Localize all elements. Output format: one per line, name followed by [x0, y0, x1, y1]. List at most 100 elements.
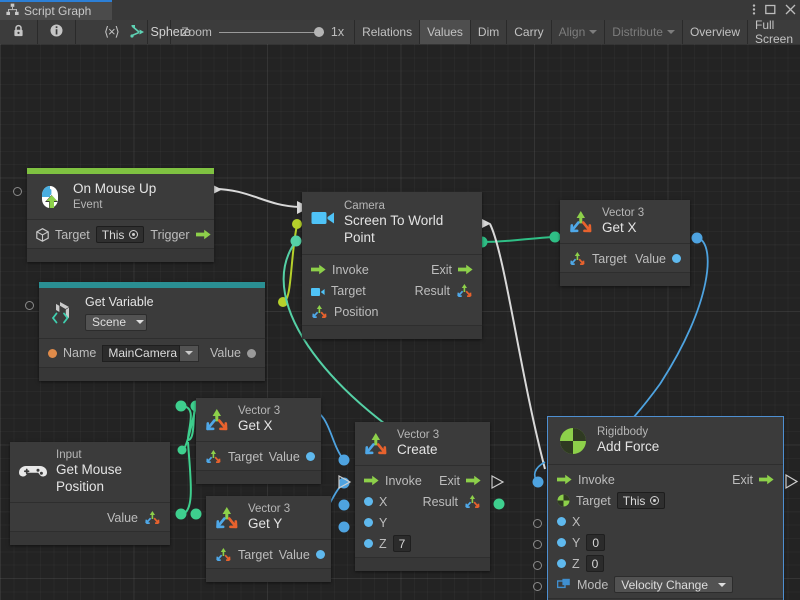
flow-out-arrow-icon[interactable] [195, 229, 211, 240]
name-label: Name [63, 346, 97, 361]
kebab-menu-icon[interactable] [752, 3, 756, 18]
vector3-port-icon[interactable] [311, 304, 328, 319]
node-title-block: Vector 3 Get X [602, 206, 644, 237]
toolbar-button-overview[interactable]: Overview [683, 20, 748, 44]
zoom-control[interactable]: Zoom 1x [171, 20, 356, 44]
z-value-input[interactable]: 7 [392, 535, 412, 553]
vector3-port-icon[interactable] [569, 251, 586, 266]
node-on-mouse-up[interactable]: On Mouse Up Event Target This [27, 168, 214, 263]
node-title-block: Get Variable Scene [85, 295, 154, 331]
toolbar-button-full-screen[interactable]: Full Screen [748, 18, 800, 46]
vector3-port-icon[interactable] [456, 283, 473, 298]
node-input-port[interactable] [13, 187, 22, 196]
port-row-x: X [548, 511, 783, 532]
node-body: Target Value [206, 539, 331, 569]
input-port-name[interactable] [48, 348, 57, 358]
code-toggle-button[interactable]: ⟨×⟩ [76, 20, 149, 44]
result-label: Result [422, 494, 458, 509]
node-subtitle: Vector 3 [397, 429, 440, 441]
node-vector3-create[interactable]: Vector 3 Create Invoke Exit [355, 422, 490, 572]
force-mode-dropdown[interactable]: Velocity Change [614, 576, 734, 594]
node-get-mouse-position[interactable]: Input Get Mouse Position Value [10, 442, 170, 546]
info-button[interactable] [38, 20, 76, 44]
chevron-down-icon [136, 320, 145, 325]
port-row-x: X Result [355, 491, 490, 512]
flow-out-arrow-icon[interactable] [466, 475, 481, 486]
close-icon[interactable] [785, 4, 796, 17]
result-label: Result [414, 283, 450, 298]
vector3-port-icon[interactable] [144, 510, 161, 525]
node-subtitle: Vector 3 [248, 503, 291, 515]
toolbar-button-distribute[interactable]: Distribute [605, 20, 683, 44]
chevron-down-icon [185, 351, 194, 356]
graph-canvas[interactable]: On Mouse Up Event Target This [0, 44, 800, 600]
vector3-port-icon[interactable] [215, 547, 232, 562]
node-footer [39, 366, 265, 381]
zoom-slider[interactable] [218, 26, 324, 38]
flow-in-arrow-icon[interactable] [311, 264, 326, 275]
target-value-field[interactable]: This [95, 226, 145, 244]
camera-port-icon[interactable] [311, 286, 325, 296]
z-value-input[interactable]: 0 [585, 555, 605, 573]
node-body: Value [10, 502, 170, 532]
variable-name-dropdown-button[interactable] [180, 344, 200, 362]
info-icon [50, 24, 63, 40]
vector3-port-icon[interactable] [464, 494, 481, 509]
node-get-variable[interactable]: Get Variable Scene Name MainCamera [39, 282, 265, 381]
object-picker-icon[interactable] [650, 496, 660, 506]
input-port-x[interactable] [364, 497, 373, 507]
graph-object-field[interactable]: Sphere [129, 20, 191, 44]
flow-in-arrow-icon[interactable] [364, 475, 379, 486]
node-vector3-get-x-top[interactable]: Vector 3 Get X Target Value [560, 200, 690, 287]
input-port-y[interactable] [557, 538, 566, 548]
node-header: Vector 3 Get X [196, 398, 321, 442]
node-type: Get X [602, 220, 637, 236]
node-input-port[interactable] [533, 561, 542, 570]
node-subtitle: Vector 3 [238, 405, 281, 417]
input-port-x[interactable] [557, 517, 566, 527]
output-port-value[interactable] [247, 348, 256, 358]
gameobject-icon [36, 227, 49, 242]
node-rigidbody-add-force[interactable]: Rigidbody Add Force Invoke Exit [547, 415, 784, 600]
chevron-down-icon [666, 30, 675, 34]
output-port-value[interactable] [305, 452, 315, 462]
zoom-slider-knob[interactable] [313, 27, 324, 37]
lock-button[interactable] [0, 20, 38, 44]
flow-out-arrow-icon[interactable] [759, 474, 774, 485]
node-input-port[interactable] [533, 540, 542, 549]
y-value-input[interactable]: 0 [586, 534, 606, 552]
maximize-icon[interactable] [765, 4, 776, 17]
toolbar-label: Distribute [612, 25, 663, 39]
input-port-z[interactable] [557, 559, 566, 569]
node-input-port[interactable] [25, 301, 34, 310]
node-type: Create [397, 442, 438, 458]
toolbar-button-dim[interactable]: Dim [471, 20, 508, 44]
input-port-z[interactable] [364, 539, 373, 549]
toolbar-button-carry[interactable]: Carry [507, 20, 552, 44]
node-vector3-get-y[interactable]: Vector 3 Get Y Target Value [206, 496, 331, 583]
target-label: Target [238, 547, 273, 562]
object-picker-icon[interactable] [129, 230, 139, 240]
toolbar-button-align[interactable]: Align [552, 20, 606, 44]
target-value-field[interactable]: This [616, 492, 666, 510]
flow-in-arrow-icon[interactable] [557, 474, 572, 485]
toolbar-button-values[interactable]: Values [420, 20, 471, 44]
enum-icon[interactable] [556, 578, 571, 591]
variable-scope-dropdown[interactable]: Scene [85, 313, 147, 331]
node-title-block: On Mouse Up Event [73, 181, 156, 212]
tab-script-graph[interactable]: Script Graph [0, 0, 112, 20]
rigidbody-port-icon[interactable] [557, 494, 570, 507]
vector3-port-icon[interactable] [205, 449, 222, 464]
node-footer [355, 557, 490, 572]
toolbar-button-relations[interactable]: Relations [355, 20, 421, 44]
output-port-value[interactable] [672, 254, 681, 264]
input-port-y[interactable] [364, 518, 373, 528]
variable-name-input[interactable]: MainCamera [102, 344, 181, 362]
mouse-up-event-icon [36, 183, 64, 211]
node-vector3-get-x-mid[interactable]: Vector 3 Get X Target Value [196, 398, 321, 485]
node-screen-to-world-point[interactable]: Camera Screen To World Point Invoke Exit [302, 192, 482, 340]
node-input-port[interactable] [533, 519, 542, 528]
node-input-port[interactable] [533, 582, 542, 591]
flow-out-arrow-icon[interactable] [458, 264, 473, 275]
output-port-value[interactable] [315, 550, 325, 560]
